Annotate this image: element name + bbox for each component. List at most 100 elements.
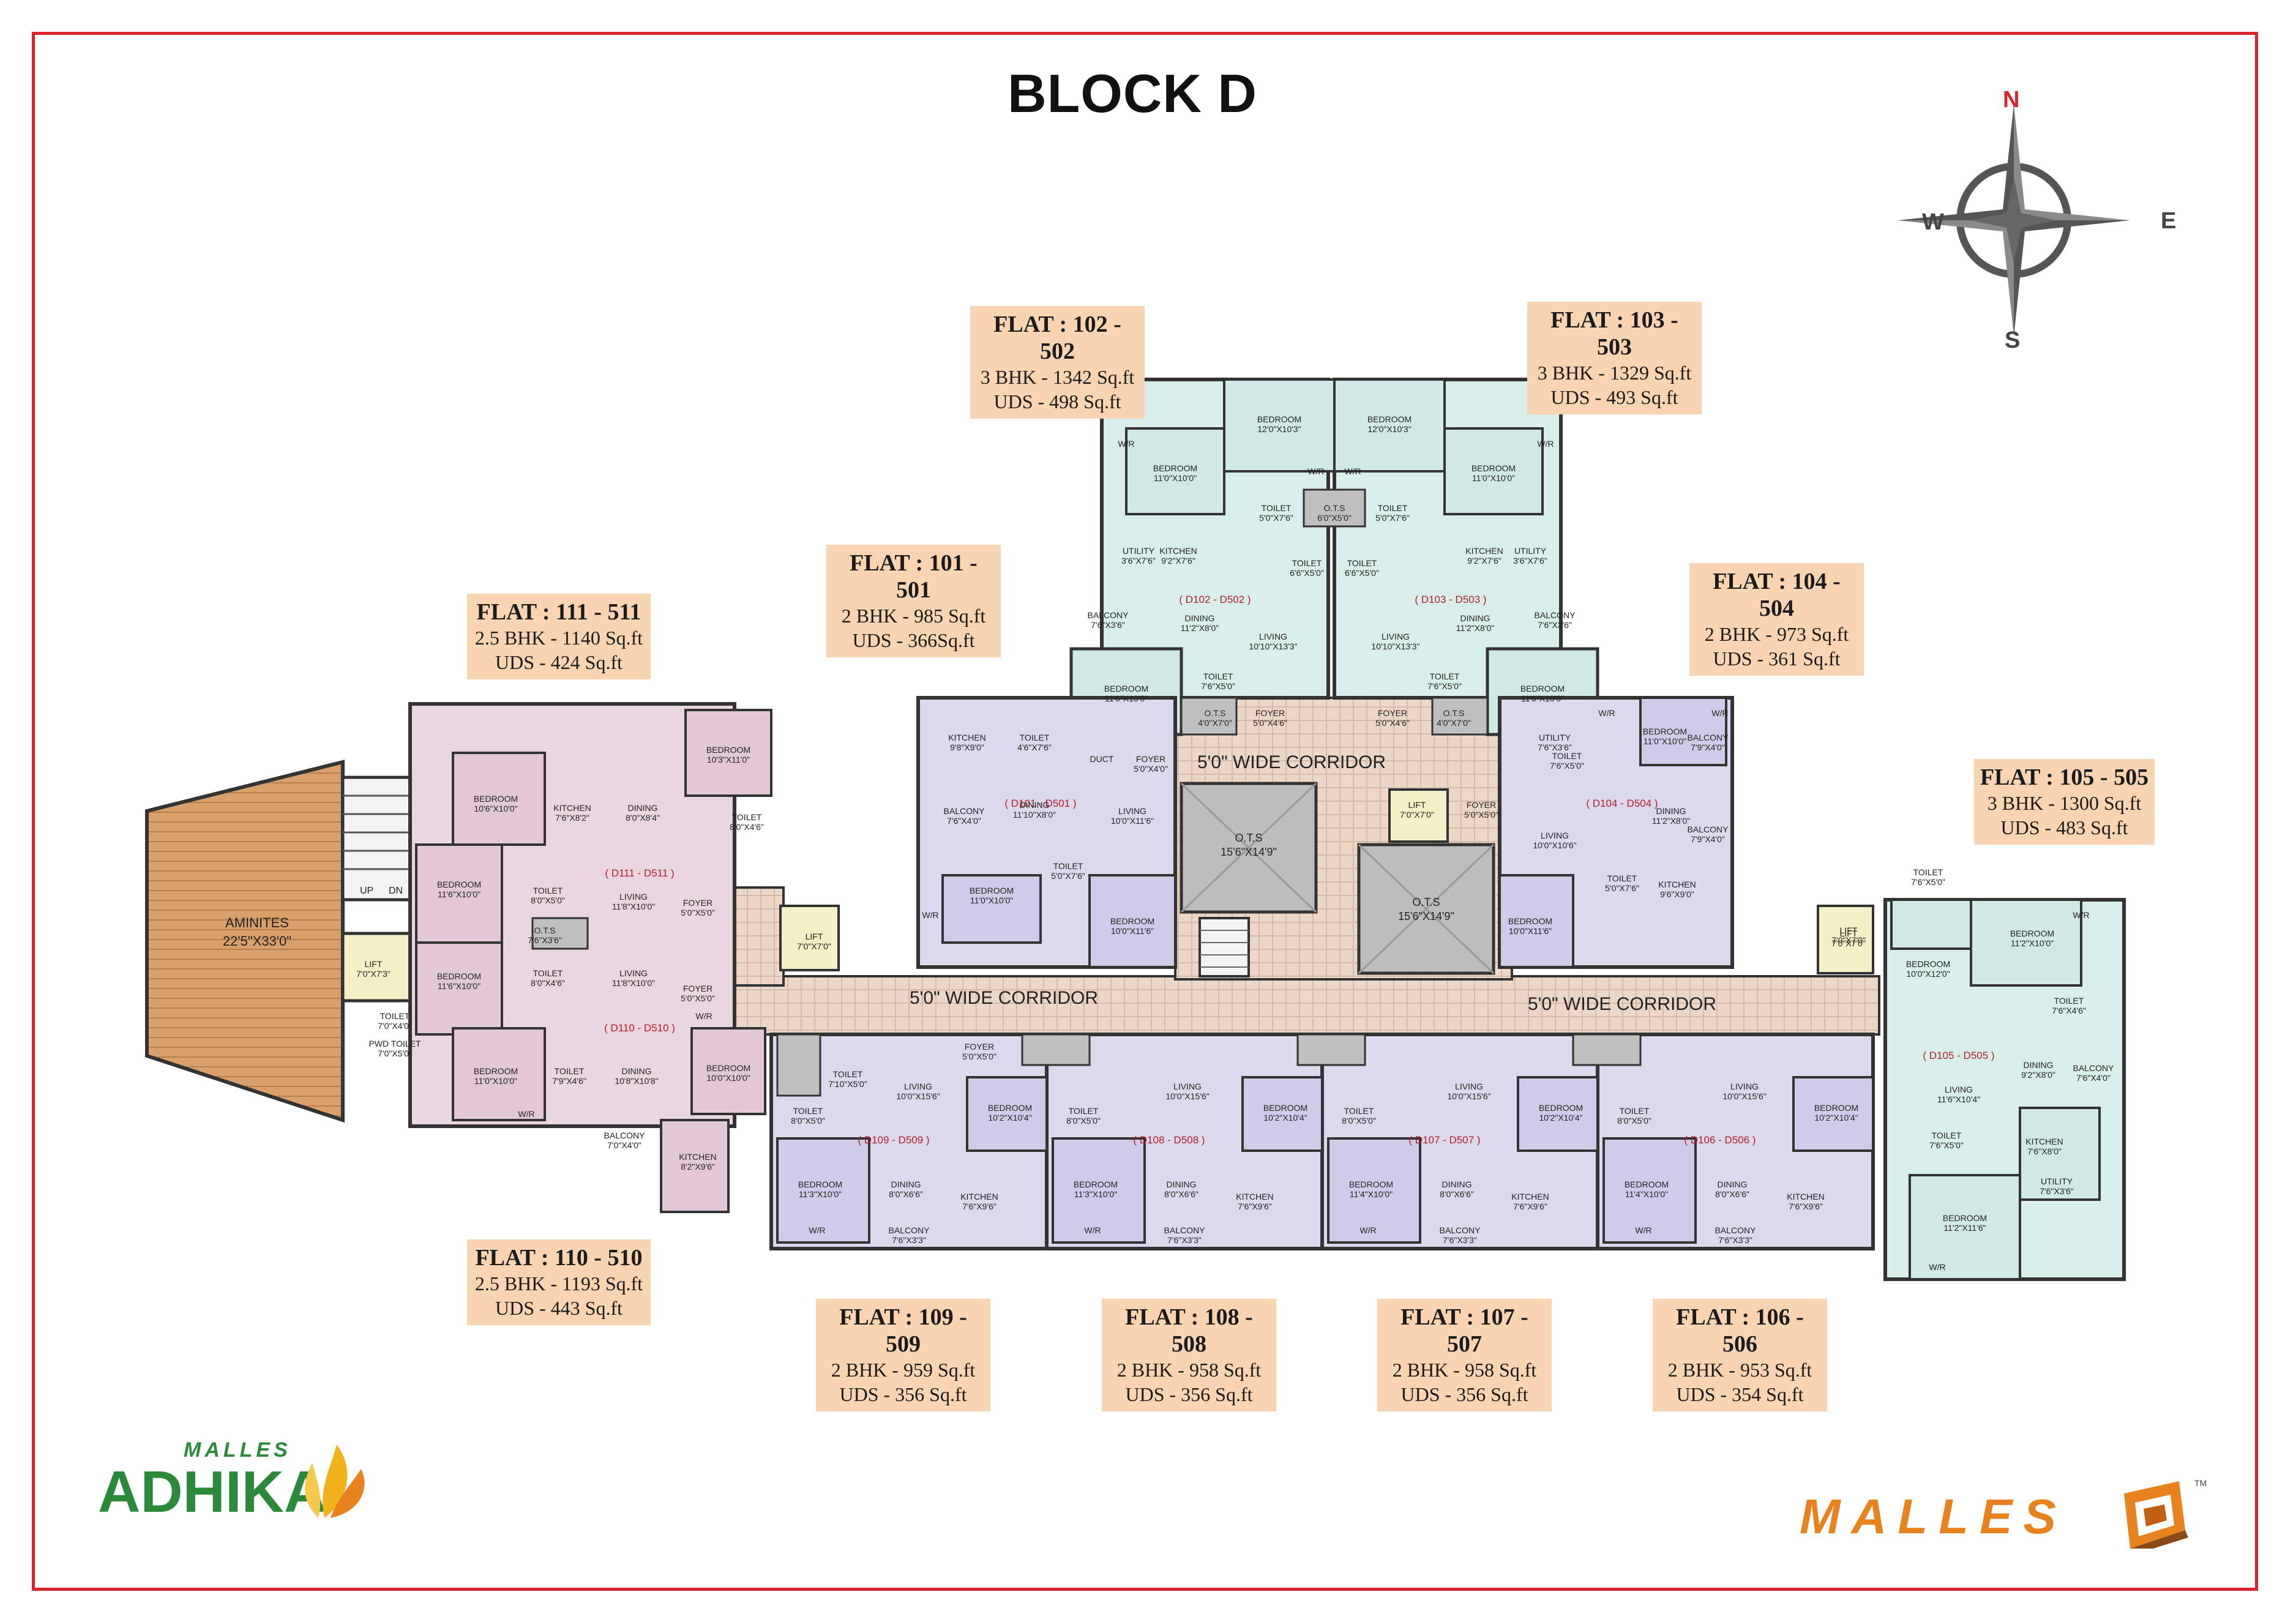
room-size: 11'0"X10'0" <box>970 895 1013 905</box>
amenities-name: AMINITES <box>225 915 289 930</box>
room-size: 11'2"X10'0" <box>2011 938 2054 948</box>
room-name: BEDROOM <box>1104 684 1148 693</box>
room-size: 10'6"X10'0" <box>474 804 517 813</box>
room-size: 5'0"X5'0" <box>962 1052 997 1061</box>
flat-label-config: 2 BHK - 958 Sq.ft <box>1116 1359 1262 1381</box>
room-size: 10'0"X10'6" <box>1533 840 1576 850</box>
room-name: BEDROOM <box>1643 727 1687 736</box>
wardrobe-label: W/R <box>1307 466 1324 476</box>
flat-label-uds: UDS - 361 Sq.ft <box>1713 648 1841 670</box>
room-name: BEDROOM <box>1943 1213 1987 1223</box>
room-name: KITCHEN <box>1236 1192 1273 1202</box>
room-name: BEDROOM <box>474 794 518 804</box>
flat-label-uds: UDS - 354 Sq.ft <box>1676 1383 1804 1405</box>
room-size: 8'0"X6'6" <box>1164 1189 1198 1199</box>
flat-label-106: FLAT : 106 - 506 2 BHK - 953 Sq.ft UDS -… <box>1653 1299 1827 1411</box>
room-size: 10'2"X10'4" <box>1539 1113 1582 1123</box>
room-name: BEDROOM <box>1539 1103 1583 1113</box>
wardrobe-label: W/R <box>809 1225 825 1235</box>
compass-w-label: W <box>1922 209 1944 235</box>
room-labels: BEDROOM 12'0"X10'3" BEDROOM 12'0"X10'3" BEDR… <box>356 414 2114 1245</box>
room-size: 12'0"X10'3" <box>1367 424 1411 434</box>
room-name: KITCHEN <box>960 1192 998 1202</box>
room-name: TOILET <box>732 812 762 822</box>
room-name: KITCHEN <box>679 1152 716 1162</box>
room-name: TOILET <box>1913 867 1943 877</box>
room-name: LIFT <box>1408 800 1426 810</box>
flat-label-title: FLAT : 102 - 502 <box>993 312 1121 364</box>
room-size: 10'0"X15'6" <box>1165 1091 1209 1101</box>
room-size: 11'0"X10'0" <box>1154 473 1197 483</box>
amenities-room <box>145 760 345 1123</box>
room-size: 7'0"X5'0" <box>378 1048 412 1058</box>
flat-label-title: FLAT : 103 - 503 <box>1550 307 1678 360</box>
room-size: 8'0"X8'4" <box>626 813 660 823</box>
room-size: 5'0"X7'6" <box>1051 871 1085 881</box>
room-size: 8'0"X6'6" <box>1440 1189 1474 1199</box>
room-size: 6'6"X5'0" <box>1345 568 1379 578</box>
ots-right-size: 15'6"X14'9" <box>1398 910 1454 922</box>
room-name: PWD TOILET <box>368 1039 421 1048</box>
room-size: 11'8"X10'0" <box>612 902 655 911</box>
room-size: 7'6"X4'0" <box>2076 1073 2111 1083</box>
room-name: DINING <box>1460 613 1490 623</box>
room-size: 8'0"X5'0" <box>1617 1116 1651 1126</box>
room-size: 8'0"X5'0" <box>531 895 565 905</box>
room-name: BALCONY <box>1535 610 1576 620</box>
room-name: DINING <box>1185 613 1215 623</box>
room-size: 7'9"X4'6" <box>552 1076 586 1086</box>
room-name: BEDROOM <box>437 880 481 889</box>
room-size: 11'10"X8'0" <box>1013 810 1056 820</box>
room-name: LIVING <box>904 1082 932 1091</box>
flat-label-109: FLAT : 109 - 509 2 BHK - 959 Sq.ft UDS -… <box>816 1299 990 1411</box>
flat-label-title: FLAT : 108 - 508 <box>1125 1304 1253 1357</box>
room-size: 10'10"X13'3" <box>1371 641 1419 651</box>
room-size: 10'0"X15'6" <box>1722 1091 1766 1101</box>
room-name: LIVING <box>1118 806 1146 816</box>
flat-label-config: 2 BHK - 985 Sq.ft <box>841 605 986 627</box>
flat-label-uds: UDS - 424 Sq.ft <box>495 651 623 673</box>
logo-malles: MALLES <box>1800 1489 2067 1544</box>
room-size: 9'8"X9'0" <box>950 742 984 752</box>
room-name: BEDROOM <box>1508 916 1552 926</box>
stair-dn-label: DN <box>389 886 403 896</box>
room-name: TOILET <box>2054 996 2084 1006</box>
room-name: LIFT <box>1840 929 1858 938</box>
room-size: 10'0"X11'6" <box>1111 816 1154 826</box>
wardrobe-label: W/R <box>2073 910 2089 920</box>
room-name: LIVING <box>619 892 648 902</box>
room-size: 10'10"X13'3" <box>1249 641 1297 651</box>
flat-label-108: FLAT : 108 - 508 2 BHK - 958 Sq.ft UDS -… <box>1102 1299 1276 1411</box>
flat-label-title: FLAT : 111 - 511 <box>476 599 641 625</box>
room-size: 11'6"X10'0" <box>1105 693 1148 703</box>
room-size: 4'0"X7'0" <box>1198 718 1232 728</box>
room-size: 7'6"X9'6" <box>1789 1202 1823 1211</box>
room-name: KITCHEN <box>1511 1192 1549 1202</box>
room-size: 7'0"X7'0" <box>797 941 831 951</box>
room-name: LIFT <box>1840 925 1858 935</box>
wardrobe-label: W/R <box>518 1109 534 1119</box>
room-name: O.T.S <box>1443 708 1464 718</box>
flat-label-uds: UDS - 356 Sq.ft <box>1125 1383 1253 1405</box>
room-name: BEDROOM <box>1153 463 1197 473</box>
page-title: BLOCK D <box>1008 63 1257 124</box>
room-name: BEDROOM <box>988 1103 1032 1113</box>
wardrobe-label: W/R <box>1359 1225 1376 1235</box>
room-size: 4'0"X7'0" <box>1437 718 1471 728</box>
unit-code: ( D105 - D505 ) <box>1923 1050 1994 1061</box>
room-size: 5'0"X5'0" <box>681 993 715 1003</box>
flat-label-110: FLAT : 110 - 510 2.5 BHK - 1193 Sq.ft UD… <box>467 1239 651 1325</box>
room-size: 5'0"X5'0" <box>681 908 715 918</box>
malles-logo: MALLES TM <box>1800 1478 2207 1549</box>
room-name: BEDROOM <box>706 745 750 755</box>
room-name: BALCONY <box>1688 824 1729 834</box>
room-size: 12'0"X10'3" <box>1257 424 1301 434</box>
malles-cube-icon <box>2124 1481 2188 1549</box>
room-size: 7'6"X5'0" <box>1929 1140 1964 1150</box>
room-size: 6'0"X5'0" <box>1317 513 1352 523</box>
flat-label-title: FLAT : 106 - 506 <box>1676 1304 1804 1357</box>
room-size: 8'2"X9'6" <box>681 1162 715 1172</box>
room-name: BALCONY <box>604 1131 646 1140</box>
flat-label-title: FLAT : 101 - 501 <box>850 550 978 603</box>
room-name: BEDROOM <box>2010 929 2054 938</box>
